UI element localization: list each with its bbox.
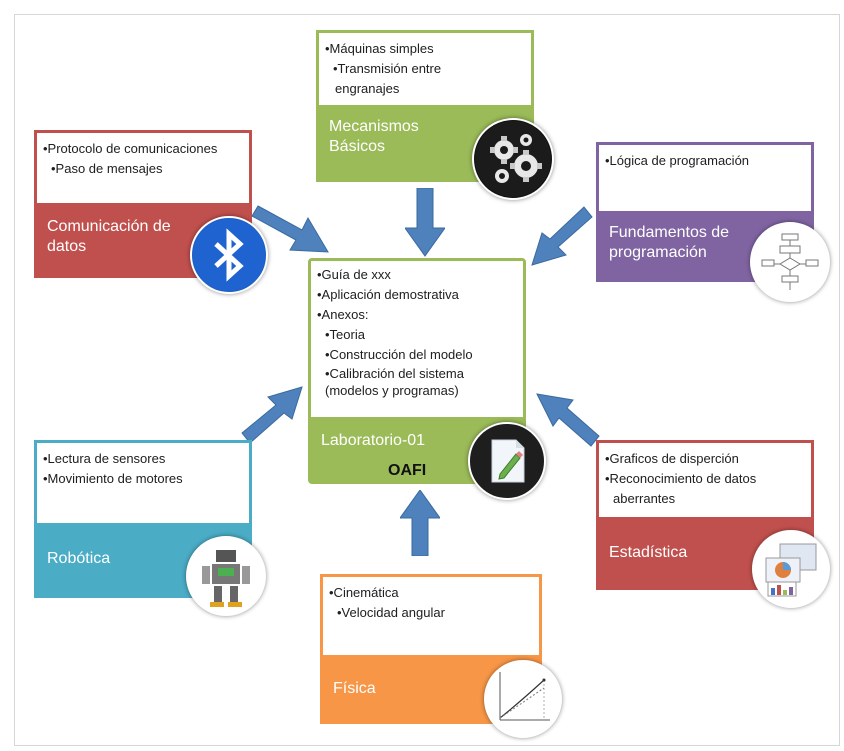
card-robotica: •Lectura de sensores •Movimiento de moto…: [34, 440, 252, 598]
card-title: Comunicación de: [47, 218, 171, 235]
arrow-top-to-center: [405, 188, 445, 257]
document-pencil-icon: [468, 422, 546, 500]
charts-icon: [752, 530, 830, 608]
card-body: •Lectura de sensores •Movimiento de moto…: [37, 443, 249, 525]
list-item: engranajes: [335, 81, 400, 96]
card-title: Laboratorio-01: [321, 432, 426, 449]
card-body: •Lógica de programación: [599, 145, 811, 215]
oafi-label: OAFI: [388, 462, 427, 479]
list-item: •Construcción del modelo: [325, 347, 473, 362]
card-fundamentos-de-programacion: •Lógica de programación Fundamentos de p…: [596, 142, 814, 282]
list-item: •Teoria: [325, 327, 365, 342]
list-item: (modelos y programas): [325, 383, 459, 398]
card-title: datos: [47, 238, 87, 255]
card-title: Básicos: [329, 138, 386, 155]
card-body: •Guía de xxx •Aplicación demostrativa •A…: [311, 261, 523, 419]
list-item: •Calibración del sistema: [325, 366, 464, 381]
card-estadistica: •Graficos de disperción •Reconocimiento …: [596, 440, 814, 590]
list-item: •Protocolo de comunicaciones: [43, 141, 218, 156]
list-item: •Anexos:: [317, 307, 369, 322]
card-title: programación: [609, 244, 707, 261]
list-item: •Movimiento de motores: [43, 471, 183, 486]
list-item: •Reconocimiento de datos: [605, 471, 757, 486]
card-body: •Graficos de disperción •Reconocimiento …: [599, 443, 811, 523]
card-title: Fundamentos de: [609, 224, 730, 241]
card-body: •Máquinas simples •Transmisión entre eng…: [319, 33, 531, 105]
list-item: •Cinemática: [329, 585, 399, 600]
card-body: •Cinemática •Velocidad angular: [323, 577, 539, 659]
arrow-topright-to-center: [531, 206, 593, 266]
card-title: Física: [333, 680, 376, 697]
card-title: Estadística: [609, 544, 688, 561]
arrow-topleft-to-center: [251, 205, 329, 253]
list-item: •Lógica de programación: [605, 153, 750, 168]
card-title: Mecanismos: [329, 118, 419, 135]
card-title: Robótica: [47, 550, 111, 567]
list-item: •Transmisión entre: [333, 61, 442, 76]
bluetooth-icon: [190, 216, 268, 294]
arrow-bottomleft-to-center: [241, 386, 303, 444]
list-item: •Graficos de disperción: [605, 451, 739, 466]
arrow-bottom-to-center: [400, 490, 440, 556]
list-item: •Lectura de sensores: [43, 451, 166, 466]
graph-plot-icon: [484, 660, 562, 738]
list-item: •Máquinas simples: [325, 41, 434, 56]
list-item: aberrantes: [613, 491, 676, 506]
list-item: •Aplicación demostrativa: [317, 287, 459, 302]
list-item: •Velocidad angular: [337, 605, 445, 620]
arrow-bottomright-to-center: [536, 393, 600, 447]
list-item: •Guía de xxx: [317, 267, 391, 282]
card-body: •Protocolo de comunicaciones •Paso de me…: [37, 133, 249, 207]
flowchart-icon: [750, 222, 830, 302]
list-item: •Paso de mensajes: [51, 161, 163, 176]
card-mecanismos-basicos: •Máquinas simples •Transmisión entre eng…: [316, 30, 534, 182]
robot-icon: [186, 536, 266, 616]
gears-icon: [472, 118, 554, 200]
